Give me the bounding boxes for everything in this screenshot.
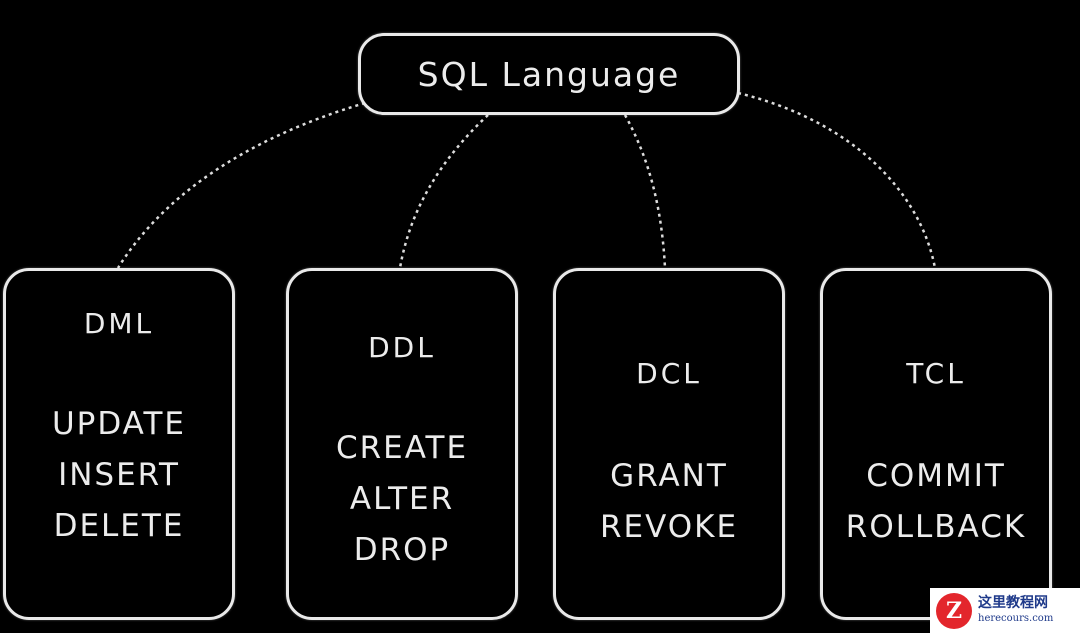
command-item: INSERT [58,457,180,493]
command-item: ALTER [349,481,455,517]
command-item: UPDATE [51,406,187,442]
connector-dml [116,101,366,269]
category-dml: DML UPDATE INSERT DELETE [3,268,235,620]
category-dcl: DCL GRANT REVOKE [553,268,785,620]
command-list: COMMIT ROLLBACK [823,451,1049,553]
category-title: TCL [906,357,966,390]
command-item: DELETE [53,508,185,544]
watermark-text: 这里教程网 herecours.com [978,594,1054,626]
category-title: DML [83,307,155,340]
site-watermark: Z 这里教程网 herecours.com [930,588,1080,633]
command-item: CREATE [335,430,469,466]
command-item: COMMIT [866,458,1006,494]
command-item: REVOKE [599,509,739,545]
command-list: CREATE ALTER DROP [289,423,515,576]
category-tcl: TCL COMMIT ROLLBACK [820,268,1052,620]
category-ddl: DDL CREATE ALTER DROP [286,268,518,620]
site-logo-icon: Z [936,592,972,629]
category-title: DDL [368,331,436,364]
command-item: DROP [353,532,451,568]
watermark-site-name: 这里教程网 [978,594,1048,611]
connector-ddl [398,114,489,269]
watermark-url: herecours.com [978,612,1054,624]
connector-dcl [623,114,667,269]
command-item: GRANT [610,458,728,494]
command-list: UPDATE INSERT DELETE [6,399,232,552]
root-node: SQL Language [358,33,740,115]
command-item: ROLLBACK [845,509,1027,545]
root-label: SQL Language [417,54,681,94]
connector-tcl [737,91,937,269]
category-title: DCL [636,357,702,390]
command-list: GRANT REVOKE [556,451,782,553]
